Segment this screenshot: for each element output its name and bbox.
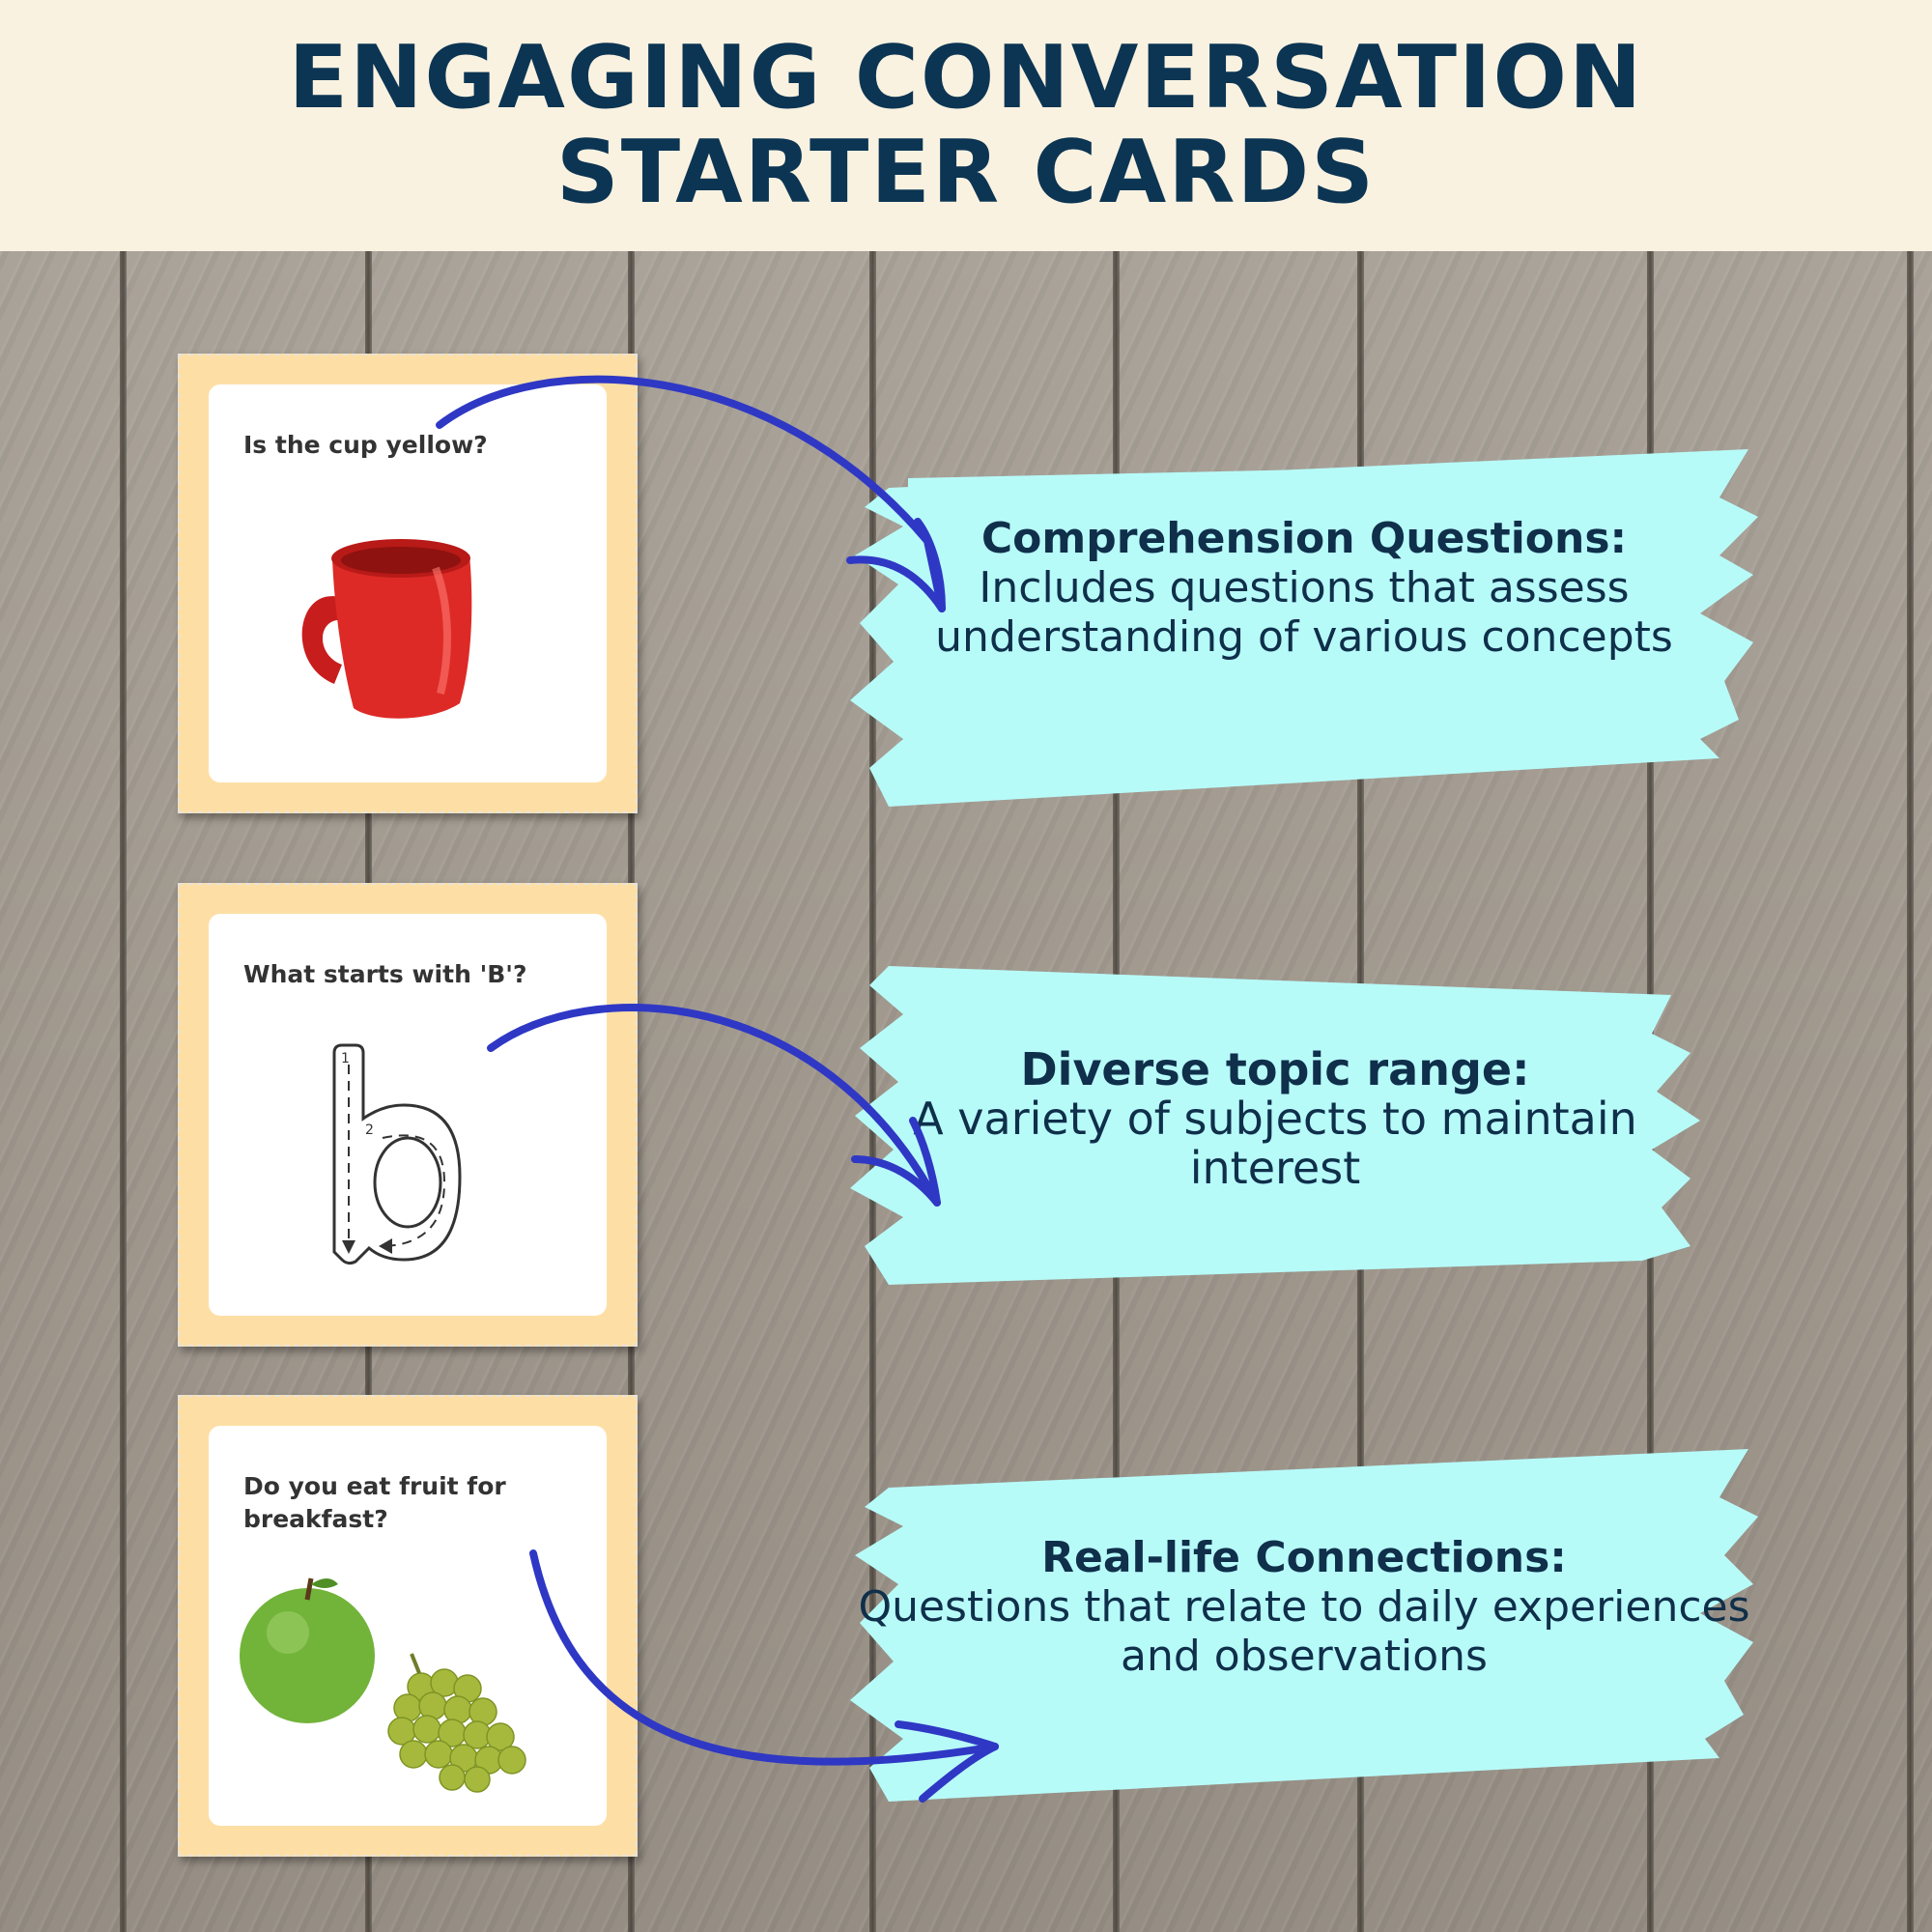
callout-diverse-topics: Diverse topic range: A variety of subjec… <box>850 956 1700 1285</box>
callout-text: Diverse topic range: A variety of subjec… <box>850 1045 1700 1193</box>
card-face: Is the cup yellow? <box>209 384 607 782</box>
card-question: Do you eat fruit for breakfast? <box>243 1472 506 1533</box>
apple-and-grapes-icon <box>240 1577 526 1793</box>
card-face: Do you eat fruit for breakfast? <box>209 1426 607 1826</box>
callout-real-life: Real-life Connections: Questions that re… <box>850 1449 1758 1806</box>
red-mug-icon <box>301 539 472 719</box>
callout-text: Comprehension Questions: Includes questi… <box>850 514 1758 662</box>
card-question: What starts with 'B'? <box>243 960 527 988</box>
page-title-line-1: ENGAGING CONVERSATION <box>288 27 1644 128</box>
card-letter-b-question: What starts with 'B'? 1 2 <box>178 883 638 1347</box>
card-fruit-question: Do you eat fruit for breakfast? <box>178 1395 638 1857</box>
callout-comprehension: Comprehension Questions: Includes questi… <box>850 449 1758 807</box>
tracing-step-1: 1 <box>341 1051 350 1066</box>
callout-body: Questions that relate to daily experienc… <box>858 1582 1750 1681</box>
page-title-line-2: STARTER CARDS <box>555 122 1377 223</box>
callout-body: Includes questions that assess understan… <box>935 563 1673 662</box>
brush-stroke-shape <box>850 1449 1758 1802</box>
callout-text: Real-life Connections: Questions that re… <box>850 1533 1758 1681</box>
plank-gap <box>1907 251 1914 1932</box>
card-question: Is the cup yellow? <box>243 431 488 459</box>
card-face: What starts with 'B'? 1 2 <box>209 914 607 1316</box>
callout-title: Diverse topic range: <box>1020 1043 1530 1095</box>
brush-stroke-shape <box>850 966 1700 1285</box>
callout-title: Real-life Connections: <box>1041 1533 1567 1582</box>
tracing-step-2: 2 <box>365 1122 374 1138</box>
brush-stroke-shape <box>850 449 1758 807</box>
card-cup-question: Is the cup yellow? <box>178 354 638 813</box>
header-banner: ENGAGING CONVERSATION STARTER CARDS <box>0 0 1932 251</box>
callout-title: Comprehension Questions: <box>980 514 1628 563</box>
callout-body: A variety of subjects to maintain intere… <box>913 1093 1637 1194</box>
plank-gap <box>120 251 127 1932</box>
letter-b-tracing-icon: 1 2 <box>332 1043 462 1265</box>
